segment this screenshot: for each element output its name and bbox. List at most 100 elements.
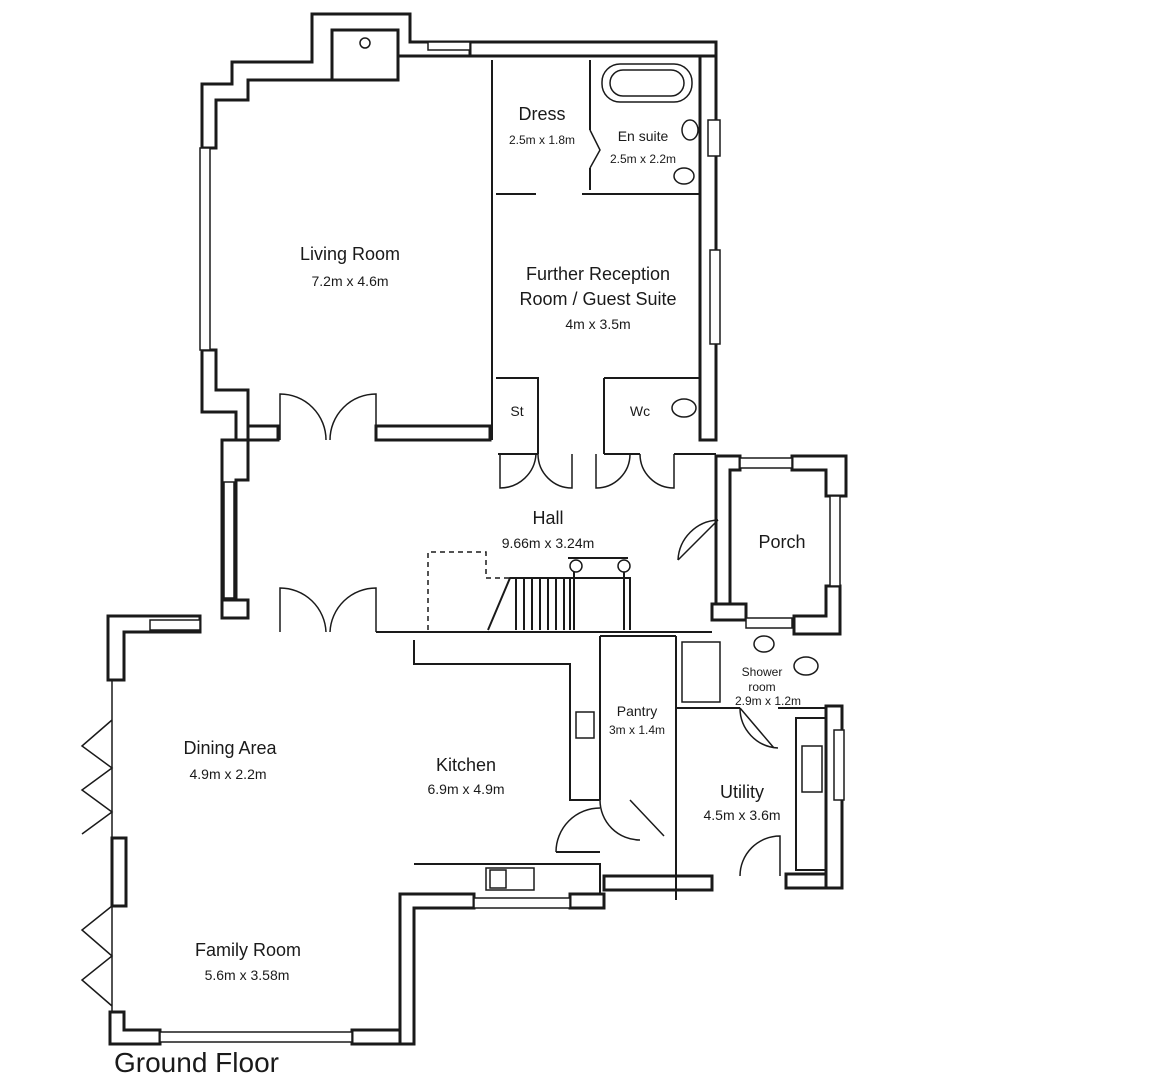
utility-counter — [795, 717, 827, 871]
kitchen-island — [413, 640, 600, 801]
porch-bottom — [792, 584, 842, 636]
chimney-breast — [330, 28, 400, 82]
family-room-outer — [106, 614, 202, 682]
shower-tray — [681, 641, 721, 703]
wc-door — [639, 453, 675, 489]
ensuite-toilet — [673, 167, 695, 185]
hall-dims: 9.66m x 3.24m — [502, 535, 595, 551]
utility-name: Utility — [720, 782, 764, 802]
bathtub-inner — [609, 69, 685, 97]
st-box — [496, 377, 539, 454]
shower-door — [739, 707, 779, 749]
staircase — [487, 577, 631, 631]
ensuite-door — [589, 129, 601, 169]
dining-name: Dining Area — [183, 738, 277, 758]
newel-left — [569, 559, 583, 573]
doors — [279, 129, 781, 877]
outer-walls — [106, 12, 848, 1046]
st-door — [499, 453, 537, 489]
dress-dims: 2.5m x 1.8m — [509, 133, 575, 147]
kitchen-sink-bowl — [489, 869, 507, 889]
window-kitchen-south — [473, 897, 571, 909]
family-name: Family Room — [195, 940, 301, 960]
reception-door — [537, 453, 573, 489]
pantry-walls — [599, 635, 677, 900]
window-family-south — [159, 1031, 353, 1043]
interior-walls — [376, 60, 827, 900]
window-reception — [709, 249, 721, 345]
living-south-wall-2 — [374, 424, 492, 442]
wc-name: Wc — [630, 403, 650, 419]
dress-door — [595, 453, 631, 489]
kitchen-south-wall — [568, 892, 606, 910]
window-living-west — [199, 147, 211, 351]
stair-outline-upper — [427, 551, 510, 630]
chimney-flue — [359, 37, 371, 49]
ensuite-basin — [681, 119, 699, 141]
reception-name-line2: Room / Guest Suite — [519, 289, 676, 309]
window-utility-east — [833, 729, 845, 801]
wc-toilet — [671, 398, 697, 418]
kitchen-dims: 6.9m x 4.9m — [427, 781, 504, 797]
stair-rail — [568, 557, 628, 630]
fixtures — [359, 37, 823, 891]
utility-sink — [801, 745, 823, 793]
room-labels: Living Room 7.2m x 4.6m Dress 2.5m x 1.8… — [183, 104, 805, 983]
bifold-door-lower — [80, 905, 114, 1012]
shower-name-line1: Shower — [742, 665, 783, 679]
hall-name: Hall — [532, 508, 563, 528]
hall-west-stub — [220, 598, 250, 620]
porch-bottom-left — [710, 602, 748, 622]
shower-basin — [753, 635, 775, 653]
living-room-dims: 7.2m x 4.6m — [311, 273, 388, 289]
top-wall — [468, 40, 718, 58]
utility-south-wall — [602, 874, 714, 892]
living-west-lower — [200, 348, 250, 442]
window-porch-east — [829, 495, 841, 587]
shower-name-line2: room — [748, 680, 775, 694]
family-south-wall — [108, 1010, 162, 1046]
window-shower — [745, 617, 793, 629]
dress-name: Dress — [518, 104, 565, 124]
window-family-top — [149, 619, 201, 631]
kitchen-double-door — [279, 587, 377, 633]
kitchen-utility-door — [555, 807, 601, 853]
pantry-door — [599, 799, 665, 841]
dining-dims: 4.9m x 2.2m — [189, 766, 266, 782]
living-double-door — [279, 393, 377, 441]
kitchen-name: Kitchen — [436, 755, 496, 775]
window-porch-top — [739, 457, 793, 469]
porch-door — [677, 519, 719, 561]
ensuite-name: En suite — [618, 128, 669, 144]
living-south-wall — [246, 424, 280, 442]
east-wall-suite — [698, 54, 718, 442]
floor-title: Ground Floor — [114, 1047, 279, 1078]
kitchen-south-step — [398, 892, 476, 1046]
pantry-dims: 3m x 1.4m — [609, 723, 665, 737]
windows — [80, 41, 845, 1043]
kitchen-counter — [414, 863, 601, 894]
shower-dims: 2.9m x 1.2m — [735, 694, 801, 708]
window-top — [427, 41, 471, 51]
wc-box — [603, 377, 700, 454]
bifold-door-upper — [80, 680, 114, 838]
ensuite-dims: 2.5m x 2.2m — [610, 152, 676, 166]
kitchen-hob — [575, 711, 595, 739]
st-name: St — [510, 403, 523, 419]
newel-right — [617, 559, 631, 573]
window-hall-west — [223, 481, 235, 599]
utility-dims: 4.5m x 3.6m — [703, 807, 780, 823]
living-room-name: Living Room — [300, 244, 400, 264]
porch-walls — [714, 454, 742, 608]
reception-name-line1: Further Reception — [526, 264, 670, 284]
porch-name: Porch — [758, 532, 805, 552]
family-dims: 5.6m x 3.58m — [205, 967, 290, 983]
shower-toilet — [793, 656, 819, 676]
reception-dims: 4m x 3.5m — [565, 316, 630, 332]
utility-back-door — [739, 835, 781, 877]
pantry-name: Pantry — [617, 703, 657, 719]
window-ensuite — [707, 119, 721, 157]
porch-top — [790, 454, 848, 498]
family-west-mid — [110, 836, 128, 908]
